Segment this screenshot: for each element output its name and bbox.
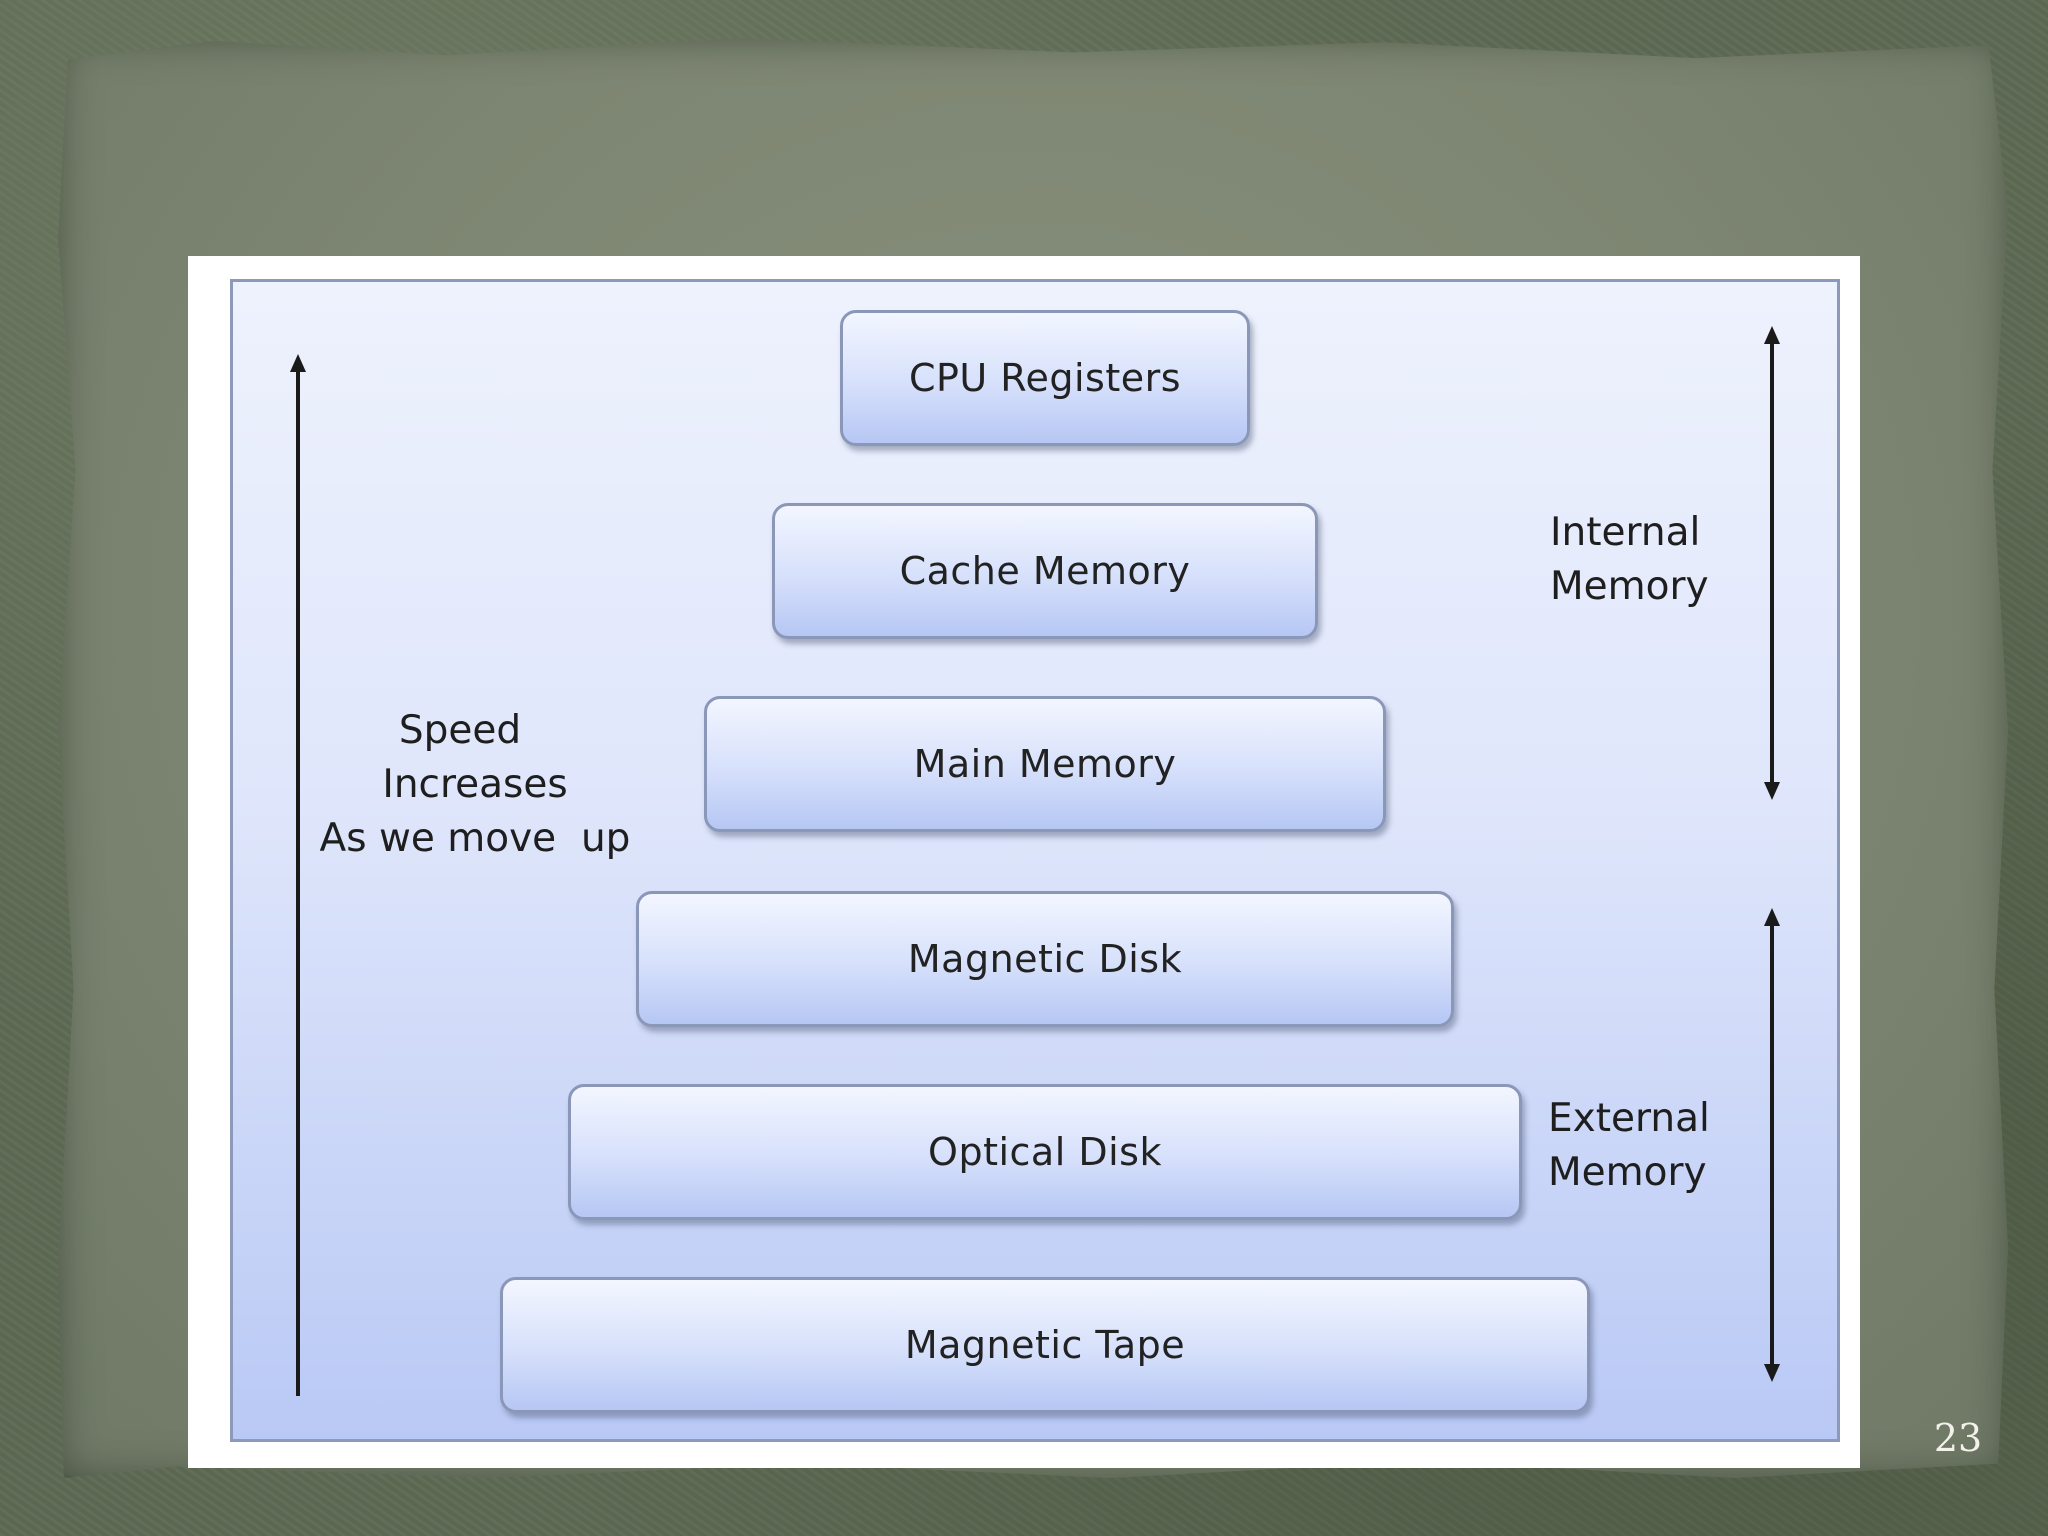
speed-label-line: As we move up xyxy=(319,816,631,861)
memory-hierarchy-diagram xyxy=(230,279,1840,1442)
level-label: Magnetic Disk xyxy=(907,937,1183,981)
level-cache-memory: Cache Memory xyxy=(772,503,1318,639)
level-label: CPU Registers xyxy=(908,356,1182,400)
internal-label-line: Internal xyxy=(1550,510,1701,555)
level-magnetic-disk: Magnetic Disk xyxy=(636,891,1454,1027)
level-cpu-registers: CPU Registers xyxy=(840,310,1250,446)
level-main-memory: Main Memory xyxy=(704,696,1386,832)
level-label: Cache Memory xyxy=(899,549,1191,593)
level-label: Magnetic Tape xyxy=(904,1323,1186,1367)
slide-page-number: 23 xyxy=(1933,1416,1983,1460)
level-label: Main Memory xyxy=(913,742,1177,786)
level-magnetic-tape: Magnetic Tape xyxy=(500,1277,1590,1413)
internal-label-line: Memory xyxy=(1550,564,1709,609)
internal-memory-label: Internal Memory xyxy=(1550,506,1709,614)
speed-label-line: Increases xyxy=(382,762,568,807)
external-label-line: External xyxy=(1548,1096,1710,1141)
external-label-line: Memory xyxy=(1548,1150,1707,1195)
level-optical-disk: Optical Disk xyxy=(568,1084,1522,1220)
level-label: Optical Disk xyxy=(928,1130,1162,1174)
speed-label-line: Speed xyxy=(398,708,522,753)
external-memory-label: External Memory xyxy=(1548,1092,1710,1200)
speed-label: Speed Increases As we move up xyxy=(300,704,650,866)
